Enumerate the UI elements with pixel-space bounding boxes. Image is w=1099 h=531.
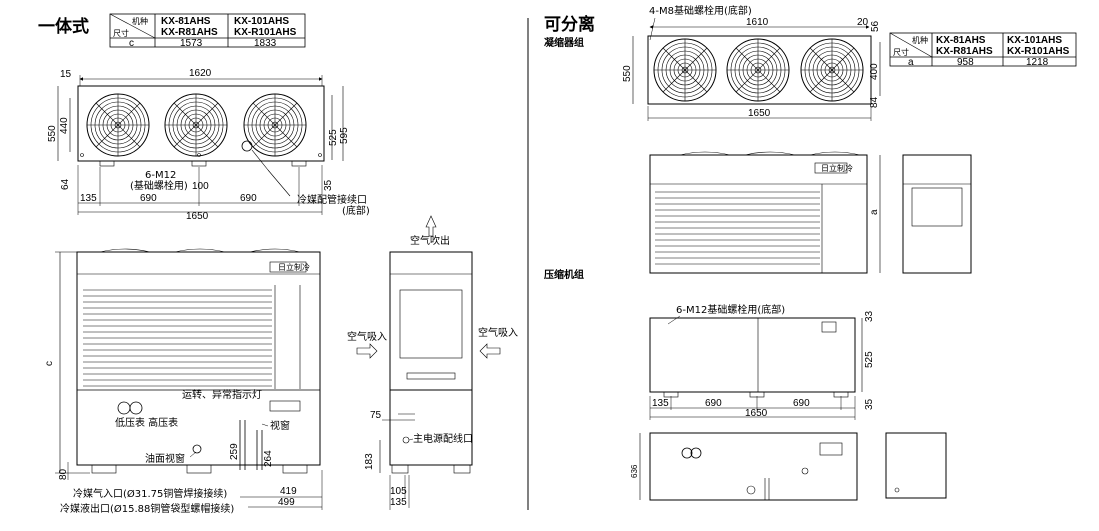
right-table-corner-bottom: 尺寸 [893,47,909,57]
left-table-row-label: c [129,38,134,49]
right-spec-table: 机种 尺寸 KX-81AHS KX-R81AHS KX-101AHS KX-R1… [889,32,1077,68]
dim-a: a [869,209,880,215]
air-in-left-label: 空气吸入 [347,330,387,343]
condenser-front-view: 日立制冷 a [649,151,972,274]
dim-550-left: 550 [47,125,58,142]
dim-259: 259 [229,443,240,460]
indicator-lamp-label: 运转、异常指示灯 [182,388,262,401]
left-spec-table: 机种 尺寸 KX-81AHS KX-R81AHS KX-101AHS KX-R1… [109,13,306,49]
dim-20: 20 [857,17,869,28]
dim-690-comp-a: 690 [705,398,722,409]
dim-135-side: 135 [390,497,407,508]
right-title: 可分离 [544,14,595,35]
right-table-val1: 958 [957,57,974,68]
dim-75: 75 [370,410,382,421]
dim-100: 100 [192,181,209,192]
dim-183: 183 [364,453,375,470]
gas-inlet-label: 冷媒气入口(Ø31.75铜管焊接接续) [73,487,227,500]
right-table-col2-a: KX-101AHS [1007,35,1062,46]
dim-105: 105 [390,486,407,497]
left-table-col1-b: KX-R81AHS [161,27,218,38]
dim-690-top-a: 690 [140,193,157,204]
refrig-port-label: 冷媒配管接续口 [297,193,367,206]
compressor-bolt-label: 6-M12基础螺栓用(底部) [676,303,785,316]
dim-1650-cond: 1650 [748,108,771,119]
dim-80: 80 [58,468,69,480]
dim-690-comp-b: 690 [793,398,810,409]
left-table-corner-bottom: 尺寸 [113,28,129,38]
dim-135-comp: 135 [652,398,669,409]
compressor-front-view: 636 [630,432,947,501]
condenser-bolt-label: 4-M8基础螺栓用(底部) [649,4,752,17]
dim-690-top-b: 690 [240,193,257,204]
dim-35-top: 35 [323,179,334,191]
dim-1650-top: 1650 [186,211,209,222]
power-port-label: 主电源配线口 [413,432,473,445]
dim-1610: 1610 [746,17,769,28]
left-front-view: 日立制冷 [44,248,323,515]
air-out-label: 空气吹出 [410,234,450,247]
dim-56: 56 [870,20,881,32]
left-table-val1: 1573 [180,38,203,49]
left-table-corner-top: 机种 [132,16,148,26]
dim-550-cond: 550 [622,65,633,82]
right-table-col2-b: KX-R101AHS [1007,46,1070,57]
brand-mark-front: 日立制冷 [278,262,310,272]
bolt-label-m12: 6-M12 [145,170,176,181]
dim-15-top: 15 [60,69,72,80]
dim-636: 636 [630,464,639,478]
dim-135-top: 135 [80,193,97,204]
left-table-val2: 1833 [254,38,277,49]
dim-64: 64 [60,178,71,190]
dim-419: 419 [280,486,297,497]
left-top-view: 15 1620 550 440 64 525 595 35 135 690 69… [47,68,370,222]
dim-84: 84 [869,96,880,108]
right-table-val2: 1218 [1026,57,1049,68]
right-table-row-label: a [908,57,914,68]
dim-1650-comp: 1650 [745,408,768,419]
bolt-note: (基础螺栓用) [130,179,188,192]
right-table-corner-top: 机种 [912,35,928,45]
dim-499: 499 [278,497,295,508]
right-table-col1-a: KX-81AHS [936,35,986,46]
compressor-label: 压缩机组 [544,268,584,281]
dim-595: 595 [339,127,350,144]
dim-440: 440 [59,117,70,134]
dim-35-comp: 35 [864,398,875,410]
condenser-top-view: 1610 20 56 4-M8基础螺栓用(底部) 550 400 84 1650 [622,4,881,121]
left-table-col2-b: KX-R101AHS [234,27,297,38]
dim-400: 400 [869,63,880,80]
gauges-label: 低压表 高压表 [115,416,178,429]
brand-mark-cond: 日立制冷 [821,163,853,173]
right-table-col1-b: KX-R81AHS [936,46,993,57]
dim-1620: 1620 [189,68,212,79]
air-in-right-label: 空气吸入 [478,326,518,339]
left-title: 一体式 [38,16,89,37]
compressor-top-view: 6-M12基础螺栓用(底部) 33 525 35 135 690 690 165… [649,303,875,420]
refrig-port-note: (底部) [342,204,370,217]
oil-sight-label: 油面视窗 [145,452,185,465]
dim-c: c [44,361,55,366]
liquid-outlet-label: 冷媒液出口(Ø15.88铜管袋型螺帽接续) [60,502,234,515]
condenser-label: 凝缩器组 [544,36,584,49]
dim-264: 264 [263,450,274,467]
sight-glass-label: 视窗 [270,419,290,432]
left-table-col2-a: KX-101AHS [234,16,289,27]
dim-33: 33 [864,310,875,322]
left-table-col1-a: KX-81AHS [161,16,211,27]
dim-525-top: 525 [328,129,339,146]
left-side-view: 空气吹出 空气吸入 空气吸入 75 183 105 135 主电源配线口 [347,215,518,510]
dim-525-comp: 525 [864,351,875,368]
